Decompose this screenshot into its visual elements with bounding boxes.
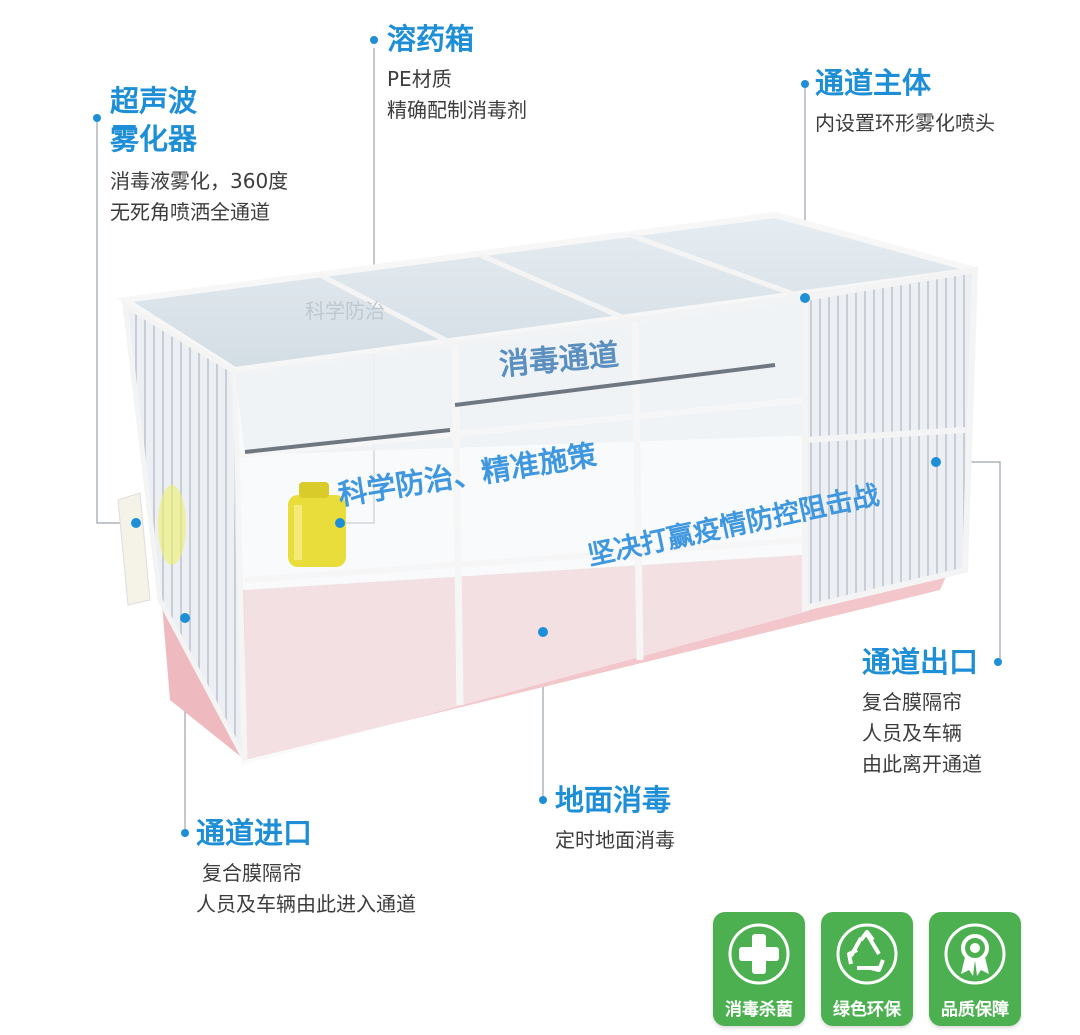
exit-curtain — [802, 266, 979, 612]
medical-cross-icon — [728, 923, 790, 985]
callout-body-title: 通道主体 — [815, 66, 932, 100]
callout-floor: 地面消毒 定时地面消毒 — [555, 781, 675, 856]
callout-exit: 通道出口 复合膜隔帘 人员及车辆 由此离开通道 — [862, 643, 982, 780]
badge-quality: 品质保障 — [929, 912, 1021, 1026]
callout-tank: 溶药箱 PE材质 精确配制消毒剂 — [387, 20, 527, 126]
callout-body-line-1: 内设置环形雾化喷头 — [815, 111, 995, 135]
badge-eco-label: 绿色环保 — [833, 1000, 901, 1020]
quality-award-icon — [944, 923, 1006, 985]
callout-body: 通道主体 内设置环形雾化喷头 — [815, 64, 995, 139]
callout-atomizer-line-2: 无死角喷洒全通道 — [110, 200, 270, 224]
callout-tank-line-1: PE材质 — [387, 67, 452, 91]
callout-entrance-line-2: 人员及车辆由此进入通道 — [196, 892, 416, 916]
badge-eco: 绿色环保 — [821, 912, 913, 1026]
badge-disinfection: 消毒杀菌 — [713, 912, 805, 1026]
badge-disinfection-label: 消毒杀菌 — [725, 1000, 793, 1020]
callout-exit-line-2: 人员及车辆 — [862, 721, 962, 745]
callout-tank-title: 溶药箱 — [387, 22, 475, 56]
callout-atomizer-title-2: 雾化器 — [110, 122, 198, 156]
callout-entrance-line-1: 复合膜隔帘 — [202, 861, 302, 885]
callout-entrance-title: 通道进口 — [196, 816, 313, 850]
callout-entrance: 通道进口 复合膜隔帘 人员及车辆由此进入通道 — [196, 814, 416, 920]
callout-floor-title: 地面消毒 — [555, 783, 672, 817]
svg-text:科学防治: 科学防治 — [305, 299, 385, 323]
callout-exit-line-1: 复合膜隔帘 — [862, 690, 962, 714]
callout-exit-title: 通道出口 — [862, 645, 979, 679]
callout-tank-line-2: 精确配制消毒剂 — [387, 98, 527, 122]
callout-atomizer-title-1: 超声波 — [110, 84, 198, 118]
badge-quality-label: 品质保障 — [941, 1000, 1009, 1020]
callout-atomizer: 超声波 雾化器 消毒液雾化，360度 无死角喷洒全通道 — [110, 82, 288, 228]
callout-atomizer-line-1: 消毒液雾化，360度 — [110, 169, 289, 193]
callout-floor-line-1: 定时地面消毒 — [555, 828, 675, 852]
recycle-icon — [836, 923, 898, 985]
solution-tank — [288, 482, 346, 567]
callout-exit-line-3: 由此离开通道 — [862, 752, 982, 776]
